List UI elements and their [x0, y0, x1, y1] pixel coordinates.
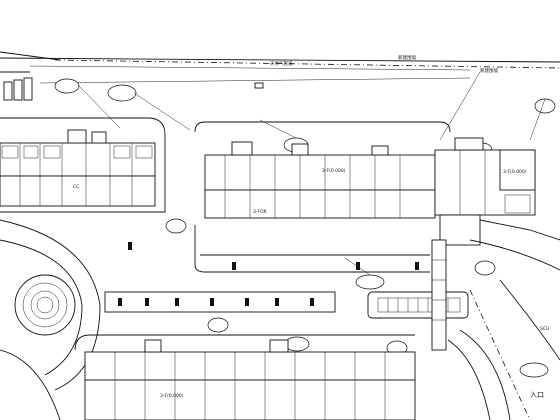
- room-code-b: 3-F(0.000): [322, 168, 346, 174]
- side-label: SCU: [540, 326, 549, 332]
- gas-pipe-label: 天然气管道: [270, 60, 293, 67]
- parking-strip: [104, 291, 336, 313]
- code-cc: CC: [73, 184, 79, 190]
- road-southeast: [447, 279, 560, 420]
- room-code-c: 3-F(0.000): [503, 169, 527, 175]
- building-north-left: CC: [0, 129, 156, 207]
- utility-column: [431, 239, 447, 351]
- road-north-left: [0, 117, 166, 213]
- room-code-a: 3-FOR: [253, 209, 267, 215]
- leader-lines: [78, 71, 546, 276]
- roundabout: [0, 219, 101, 420]
- north-boundary: [0, 51, 560, 84]
- building-north-center: 3-FOR 3-F(0.000): [194, 121, 451, 219]
- building-east: 3-F(0.000): [434, 137, 536, 246]
- room-code-d: 3-F(0.000): [160, 393, 184, 399]
- pool: [367, 291, 469, 319]
- building-south: 3-F(0.000): [74, 334, 416, 420]
- gas-box: [254, 82, 264, 89]
- east-ramp: [469, 219, 560, 271]
- entrance-label: 入口: [530, 391, 544, 399]
- markers: [128, 242, 419, 270]
- fence-right-label: 新建围墙: [480, 67, 498, 74]
- fence-top-label: 新建围墙: [398, 54, 416, 61]
- road-center-b: [194, 225, 430, 273]
- entry-ramp-block: [3, 77, 33, 101]
